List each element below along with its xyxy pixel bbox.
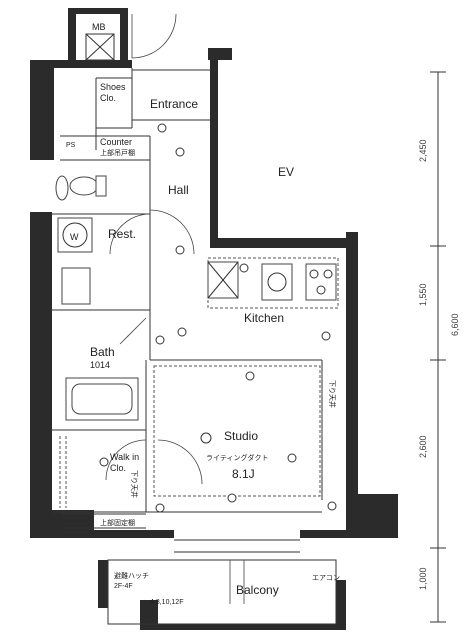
dim-2450: 2,450 xyxy=(418,139,428,162)
label-upper-shelf: 上部固定棚 xyxy=(100,518,135,527)
wall-entrance-right xyxy=(208,48,232,60)
door-walkin xyxy=(105,439,147,481)
label-w: W xyxy=(70,232,79,242)
label-walk-in-clo: Clo. xyxy=(110,463,126,473)
balcony-outline xyxy=(107,559,337,625)
label-hall: Hall xyxy=(168,183,189,197)
label-rest: Rest. xyxy=(108,227,136,241)
label-rail-sub: 2F-4F xyxy=(114,583,133,590)
wall-right-corner xyxy=(346,494,398,538)
room-labels: MB Shoes Clo. Entrance PS Counter 上部吊戸棚 … xyxy=(66,22,340,606)
label-entrance: Entrance xyxy=(150,97,198,111)
partitions xyxy=(52,33,339,625)
wall-left-bottom xyxy=(30,510,94,538)
label-studio-area: 8.1J xyxy=(232,467,255,481)
studio-ceiling-zone xyxy=(153,365,321,497)
wall-top-band xyxy=(30,60,132,68)
dim-2600: 2,600 xyxy=(418,435,428,458)
label-ev: EV xyxy=(278,165,294,179)
dimension-labels: 2,450 1,550 2,600 1,000 6,600 xyxy=(418,139,460,590)
wall-mb-top xyxy=(68,8,128,14)
wall-top-left-shaft xyxy=(68,8,76,68)
wall-mb-right xyxy=(120,8,128,66)
wall-balcony-bottom xyxy=(140,624,346,630)
stove xyxy=(305,263,337,301)
label-bath: Bath xyxy=(90,345,115,359)
label-walk-in: Walk in xyxy=(110,452,139,462)
toilet xyxy=(69,176,99,196)
dimension-line xyxy=(430,71,446,623)
door-bath xyxy=(119,317,147,345)
label-ceiling-note-2: 下り天井 xyxy=(130,470,139,498)
label-bath-size: 1014 xyxy=(90,360,110,370)
dim-1000: 1,000 xyxy=(418,567,428,590)
sink-cabinet xyxy=(61,267,91,305)
label-aircon: エアコン xyxy=(312,574,340,582)
wash-basin xyxy=(55,175,69,201)
label-mb: MB xyxy=(92,22,106,32)
label-ceiling-note-1: 下り天井 xyxy=(328,380,337,408)
walls xyxy=(30,8,398,630)
door-entrance xyxy=(131,13,177,59)
label-studio: Studio xyxy=(224,429,258,443)
label-ps: PS xyxy=(66,142,76,149)
doors xyxy=(105,13,245,604)
kitchen-sink xyxy=(261,263,293,301)
label-shoes: Shoes xyxy=(100,82,126,92)
wall-balcony-right xyxy=(336,580,346,628)
label-balcony: Balcony xyxy=(236,583,279,597)
label-shoes-clo: Clo. xyxy=(100,93,116,103)
wall-right xyxy=(346,232,358,498)
label-rail-note: 避難ハッチ xyxy=(114,571,149,580)
wall-ev-left xyxy=(210,60,218,246)
wall-bottom-left xyxy=(94,530,174,538)
dim-total-6600: 6,600 xyxy=(450,313,460,336)
door-hall xyxy=(149,209,195,255)
washer xyxy=(57,217,93,253)
door-balcony xyxy=(229,560,245,604)
label-counter-sub: 上部吊戸棚 xyxy=(100,148,135,157)
label-floor-note: 4,8,10,12F xyxy=(150,599,183,606)
fixtures xyxy=(55,175,337,508)
mb-box xyxy=(85,33,115,61)
wall-ev-bottom xyxy=(210,238,356,248)
label-kitchen: Kitchen xyxy=(244,311,284,325)
wall-balcony-left xyxy=(98,560,108,608)
door-rest xyxy=(109,213,151,255)
lights xyxy=(99,123,337,513)
wall-left xyxy=(30,212,52,530)
door-studio xyxy=(157,439,203,485)
wall-left-upper xyxy=(30,60,54,160)
label-duct: ライティングダクト xyxy=(206,453,268,462)
label-counter: Counter xyxy=(100,137,132,147)
dim-1550: 1,550 xyxy=(418,283,428,306)
wall-balcony-base xyxy=(140,600,158,628)
wall-bottom-right xyxy=(300,530,350,538)
